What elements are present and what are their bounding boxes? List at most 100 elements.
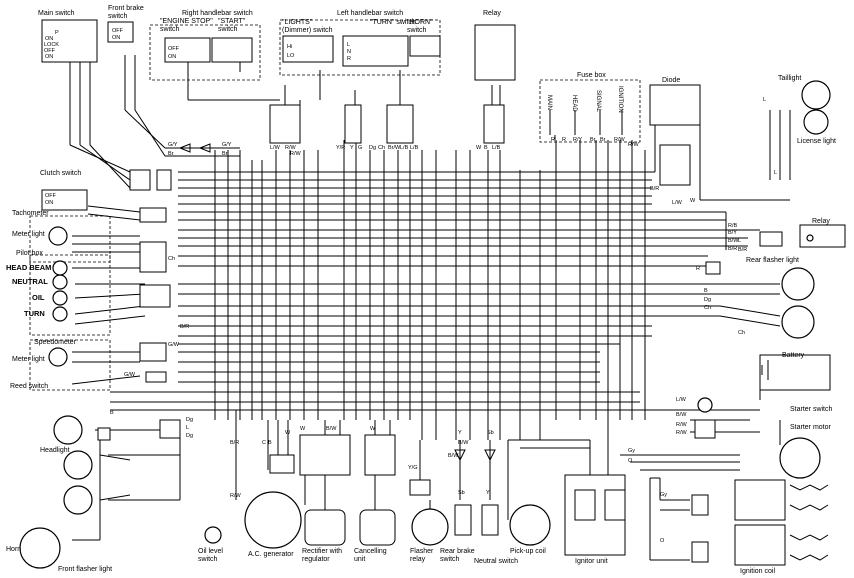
fuse-ignition-label: IGNITION <box>617 86 623 113</box>
wire-code: W <box>690 198 696 204</box>
wire-code: G/W <box>168 342 179 348</box>
wire-code: R <box>562 137 566 143</box>
wire-code: B <box>704 288 708 294</box>
wire-code: Br <box>222 151 228 157</box>
wire-code: Y <box>350 145 354 151</box>
wire-code: O <box>660 538 665 544</box>
wire-code: W <box>476 145 482 151</box>
horn-label: Horn <box>6 546 22 553</box>
flasher-relay-label: Flasher relay <box>410 548 434 563</box>
horn-switch-label: "HORN" switch <box>407 19 433 34</box>
wire-code: B/W <box>728 238 739 244</box>
clutch-on: ON <box>45 200 54 206</box>
wire-code: B/R <box>650 186 660 192</box>
wire-code: Ch <box>738 330 746 336</box>
wire-code: Sb <box>458 490 465 496</box>
wire-code: G <box>358 145 363 151</box>
clutch-switch-label: Clutch switch <box>40 170 82 177</box>
wire-code: R <box>696 266 700 272</box>
wire-code: Dg <box>186 433 194 439</box>
relay-top-label: Relay <box>483 10 501 17</box>
wire-code: Y <box>486 490 490 496</box>
wire-code: B/Y <box>728 230 737 236</box>
ignitor-unit-label: Ignitor unit <box>575 558 608 565</box>
wire-code: R/W <box>290 151 301 157</box>
taillight-label: Taillight <box>778 75 802 82</box>
wire-code: Gy <box>660 492 668 498</box>
lights-hi: Hi <box>287 44 293 50</box>
wire-code: Br/W <box>388 145 401 151</box>
front-brake-on: ON <box>112 35 121 41</box>
main-pos-off: OFF <box>44 48 55 54</box>
pilot-box-label: Pilot box <box>16 250 43 257</box>
neutral-switch-label: Neutral switch <box>474 558 518 565</box>
wire-code: L/B <box>492 145 501 151</box>
wire-code: L <box>186 425 190 431</box>
wire-code: Dg <box>369 145 377 151</box>
front-flasher-light-label: Front flasher light <box>58 566 113 573</box>
wire-code: B <box>268 440 272 446</box>
rear-flasher-light-label: Rear flasher light <box>746 257 799 264</box>
main-pos-on: ON <box>45 36 54 42</box>
wire-code: Br <box>590 137 596 143</box>
wire-code: B/R <box>738 247 748 253</box>
speedometer-label: Speedometer <box>34 339 77 346</box>
rear-brake-switch-label: Rear brake switch <box>440 548 475 563</box>
wire-code: B <box>484 145 488 151</box>
wire-code: Y/R <box>336 145 346 151</box>
turn-l: L <box>347 42 351 48</box>
relay-right-label: Relay <box>812 218 830 225</box>
wire-code: L/B <box>410 145 419 151</box>
wire-code: Dg <box>704 297 712 303</box>
wire-code: Ch <box>168 256 176 262</box>
neutral-label: NEUTRAL <box>12 277 48 286</box>
wire-code: R/W <box>614 137 625 143</box>
ignition-coil-label: Ignition coil <box>740 568 776 575</box>
oil-label: OIL <box>32 293 45 302</box>
wire-code: G/Y <box>222 142 232 148</box>
turn-n: N <box>347 49 351 55</box>
main-switch-label: Main switch <box>38 10 75 17</box>
wire-code: R/W <box>676 422 687 428</box>
wire-code: R/W <box>628 142 639 148</box>
engine-stop-on: ON <box>168 54 177 60</box>
wire-code: R/W <box>676 430 687 436</box>
ac-generator-label: A.C. generator <box>248 551 294 558</box>
wire-code: B/R <box>180 324 190 330</box>
wire-code: Br <box>600 137 606 143</box>
clutch-off: OFF <box>45 193 56 199</box>
headlight-label: Headlight <box>40 447 70 454</box>
wire-code: R <box>551 137 555 143</box>
wire-code: R/B <box>728 223 738 229</box>
wire-code: R/Y <box>573 137 583 143</box>
meter-light-2-label: Meter light <box>12 356 45 363</box>
battery-label: Battery <box>782 352 805 359</box>
head-beam-label: HEAD BEAM <box>6 263 52 272</box>
wire-code: G/Y <box>168 142 178 148</box>
wire-code: Y/G <box>408 465 418 471</box>
wire-code: R/W <box>285 145 296 151</box>
wire-code: Ch <box>704 305 712 311</box>
wire-code: B/W <box>326 426 337 432</box>
wire-code: B <box>110 410 114 416</box>
wire-code: B/W <box>676 412 687 418</box>
wire-code: L <box>763 97 767 103</box>
starter-switch-label: Starter switch <box>790 406 833 413</box>
front-brake-switch-label: Front brake switch <box>108 5 144 20</box>
wire-code: O <box>628 458 633 464</box>
lights-switch-label: "LIGHTS" (Dimmer) switch <box>282 19 333 34</box>
main-pos-p: P <box>55 30 59 36</box>
cancelling-unit-label: Cancelling unit <box>354 548 387 563</box>
turn-switch-label: "TURN" switch <box>370 19 416 26</box>
wire-code: B/W <box>448 453 459 459</box>
reed-switch-label: Reed switch <box>10 383 49 390</box>
starter-motor-label: Starter motor <box>790 424 831 431</box>
start-switch-label: "START" switch <box>218 18 246 33</box>
wire-code: L/B <box>400 145 409 151</box>
wire-code: B/R <box>728 246 738 252</box>
wire-code: Gy <box>628 448 636 454</box>
wire-code: L/W <box>676 397 686 403</box>
wire-code: Ch <box>378 145 386 151</box>
